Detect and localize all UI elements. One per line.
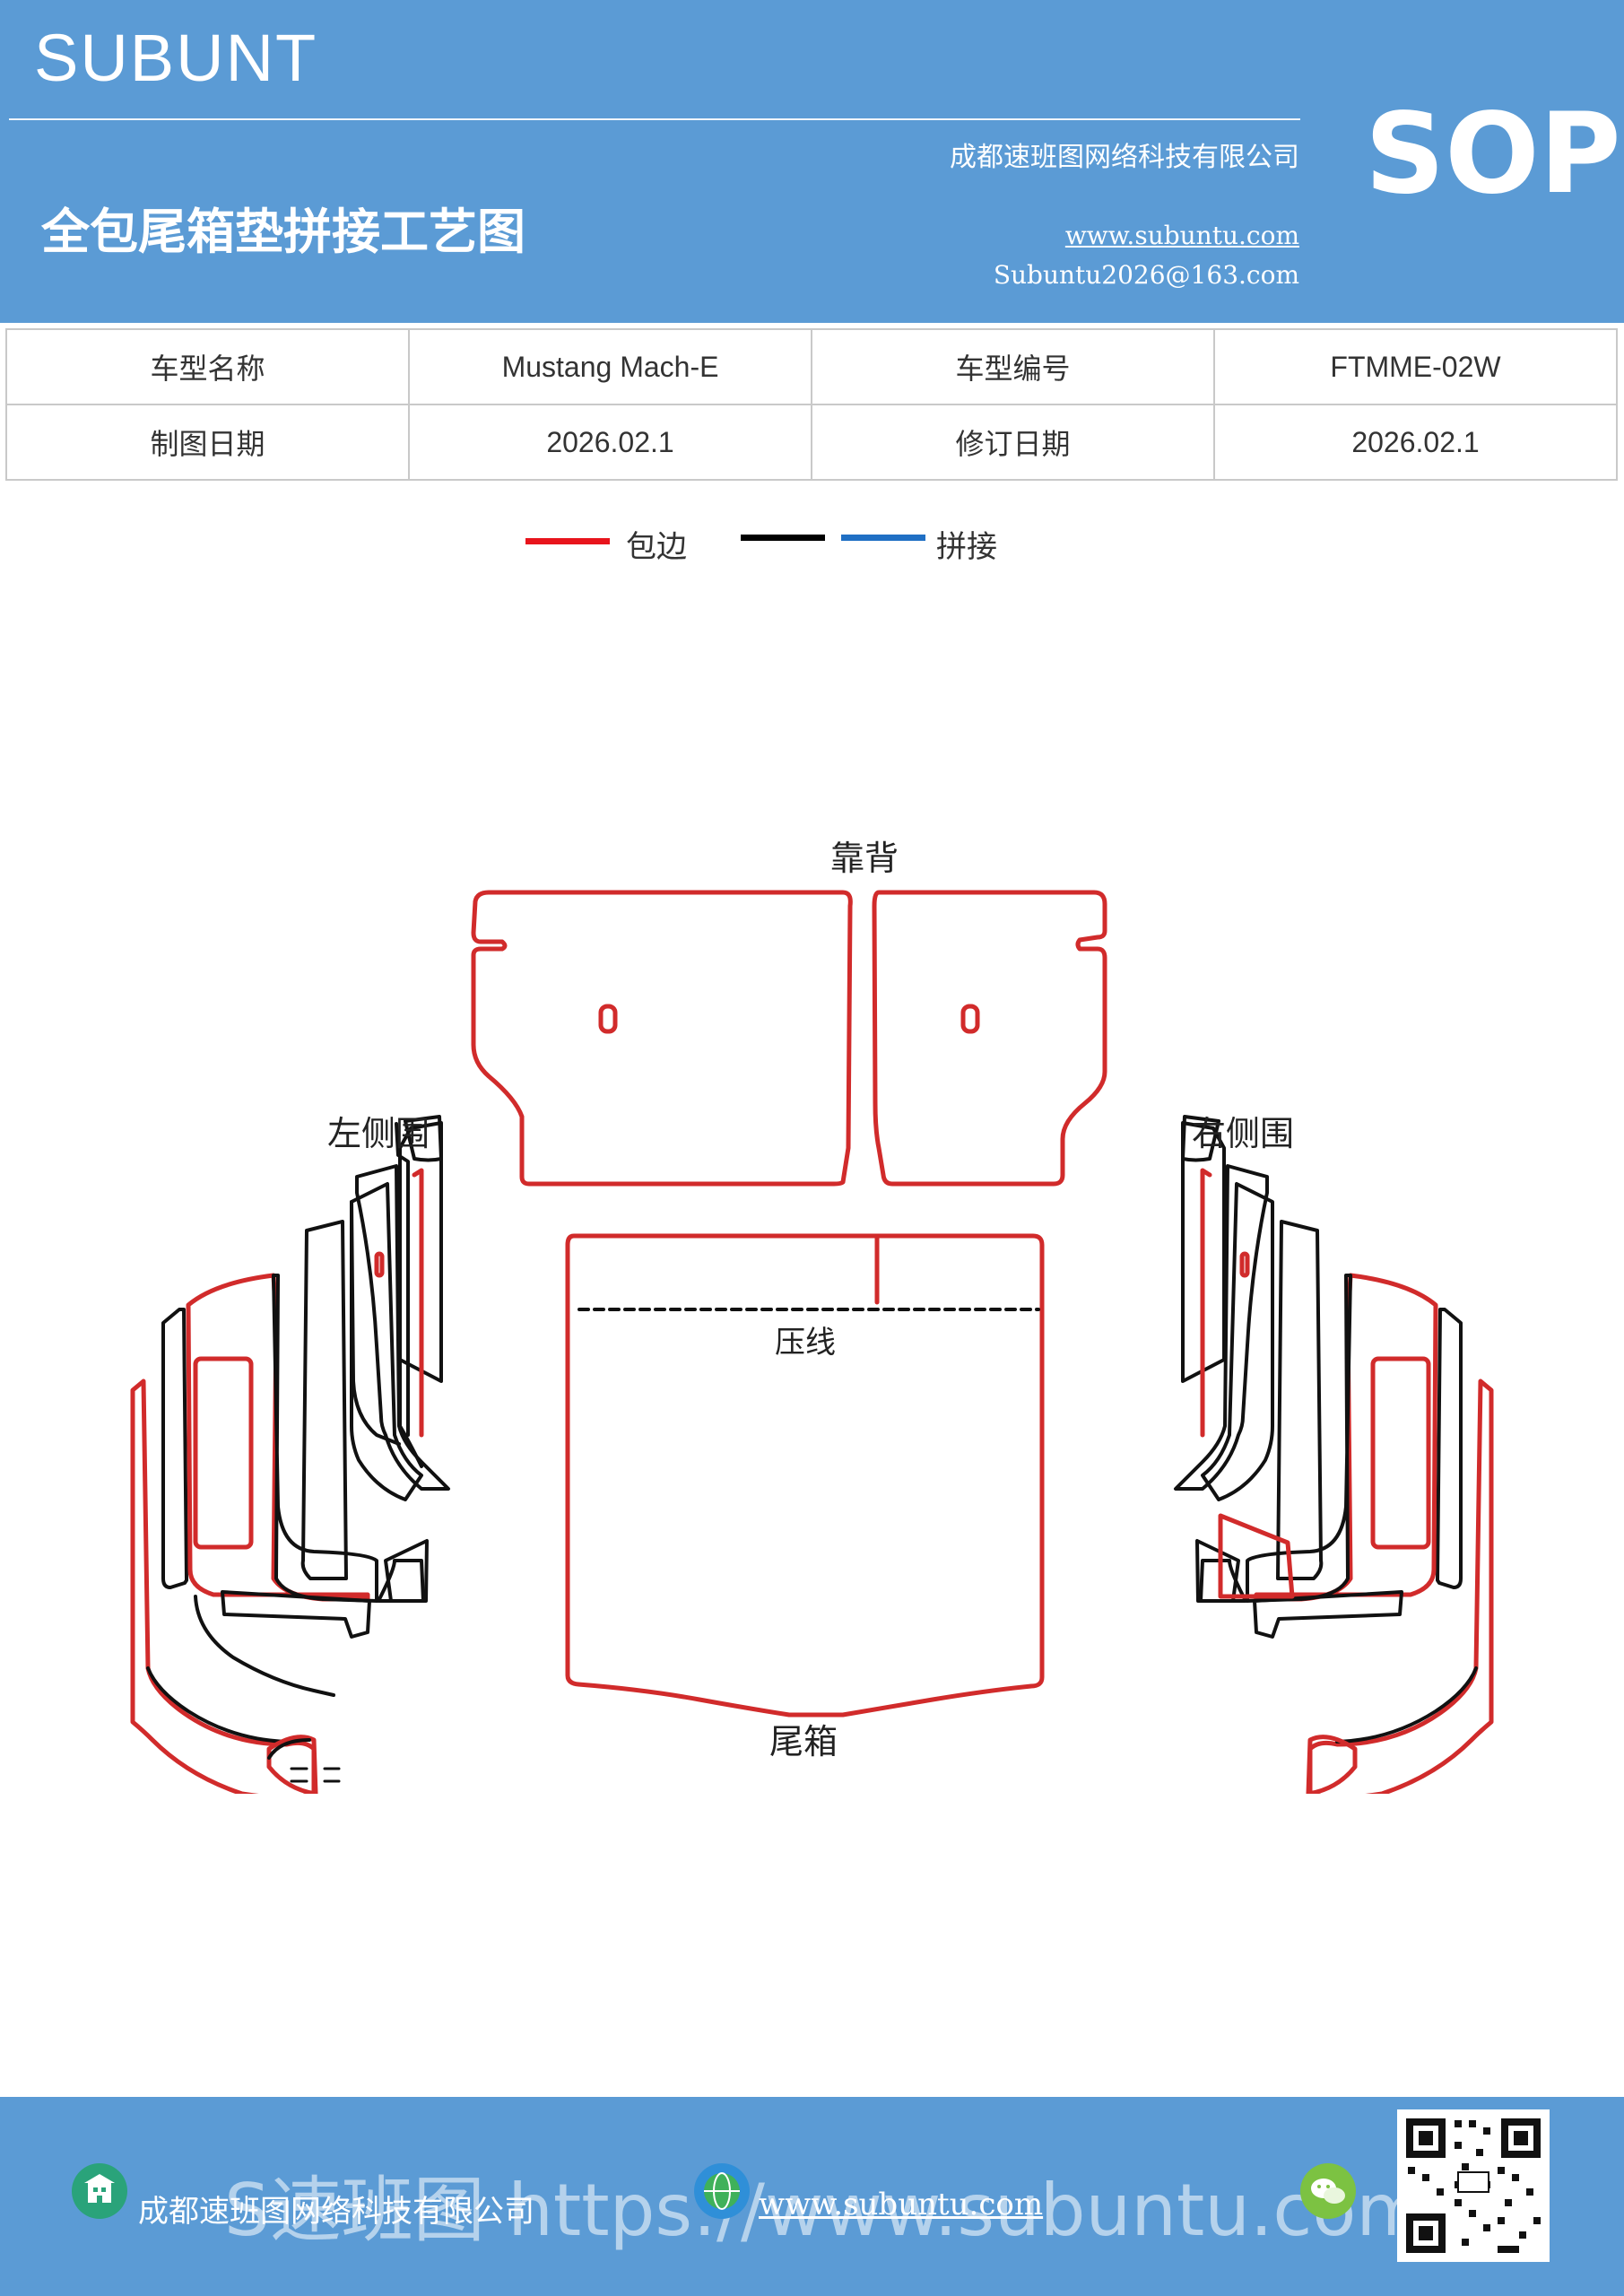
footer-watermark: S速班图 https://www.subuntu.com bbox=[224, 2169, 1427, 2252]
left-side-piece-16 bbox=[267, 1738, 311, 1760]
qr-code bbox=[1397, 2109, 1550, 2262]
trunk-mat-diagram: 靠背 左侧围 右侧围 压线 尾箱 bbox=[130, 839, 1494, 1794]
left-side-small-slot bbox=[374, 1251, 385, 1278]
left-side-piece-5 bbox=[300, 1220, 348, 1580]
cell-revise-date-value: 2026.02.1 bbox=[1213, 404, 1618, 481]
left-side-piece-13 bbox=[412, 1168, 424, 1438]
backrest-right-panel bbox=[872, 890, 1107, 1187]
cell-draw-date-value: 2026.02.1 bbox=[408, 404, 812, 481]
right-side-window bbox=[1370, 1356, 1431, 1550]
backrest-right-slot bbox=[960, 1004, 980, 1034]
wechat-icon bbox=[1300, 2163, 1356, 2219]
right-side-piece-15 bbox=[1306, 1735, 1358, 1794]
vehicle-info-table: 车型名称 Mustang Mach-E 车型编号 FTMME-02W 制图日期 … bbox=[5, 328, 1618, 481]
right-side-piece-11 bbox=[1199, 1559, 1247, 1603]
label-left-side: 左侧围 bbox=[327, 1114, 430, 1153]
right-side-piece-1 bbox=[1307, 1378, 1494, 1794]
label-right-side: 右侧围 bbox=[1192, 1114, 1294, 1153]
header-band: SUBUNT SOP 成都速班图网络科技有限公司 全包尾箱垫拼接工艺图 www.… bbox=[0, 0, 1624, 323]
right-side-piece-13 bbox=[1200, 1168, 1212, 1438]
brand-logo-text: SUBUNT bbox=[34, 21, 318, 95]
left-side-strip-a bbox=[350, 1200, 401, 1446]
right-side-piece-14 bbox=[1253, 1590, 1403, 1639]
cell-draw-date-label: 制图日期 bbox=[5, 404, 410, 481]
document-title: 全包尾箱垫拼接工艺图 bbox=[41, 203, 525, 260]
left-side-piece-12 bbox=[384, 1539, 429, 1603]
right-side-piece-12 bbox=[1195, 1539, 1240, 1603]
building-icon bbox=[72, 2163, 127, 2219]
cell-model-name-label: 车型名称 bbox=[5, 328, 410, 405]
right-side-piece-5 bbox=[1276, 1220, 1324, 1580]
right-side-piece-2 bbox=[1436, 1308, 1463, 1589]
left-side-piece-1-inner bbox=[146, 1666, 289, 1744]
left-side-window bbox=[193, 1356, 254, 1550]
right-side-hex-window bbox=[1218, 1513, 1295, 1599]
left-side-inner-frame bbox=[194, 1595, 335, 1697]
table-row: 制图日期 2026.02.1 修订日期 2026.02.1 bbox=[5, 404, 1618, 481]
label-trunk: 尾箱 bbox=[769, 1722, 838, 1761]
backrest-left-slot bbox=[598, 1004, 618, 1034]
label-crease: 压线 bbox=[775, 1325, 836, 1361]
website-link[interactable]: www.subuntu.com bbox=[1064, 221, 1299, 250]
left-side-piece-1 bbox=[130, 1378, 317, 1794]
email-address[interactable]: Subuntu2026@163.com bbox=[993, 260, 1299, 290]
right-side-small-slot bbox=[1239, 1251, 1250, 1278]
legend: 包边 拼接 bbox=[0, 522, 1624, 576]
right-side-piece-7 bbox=[1174, 1164, 1269, 1491]
left-side-piece-9 bbox=[404, 1115, 443, 1162]
left-side-tall-strip bbox=[398, 1182, 423, 1468]
right-side-piece-4 bbox=[1246, 1274, 1352, 1603]
footer-company: 成都速班图网络科技有限公司 bbox=[138, 2194, 534, 2230]
left-side-piece-6 bbox=[350, 1182, 423, 1501]
trunk-floor-panel bbox=[565, 1233, 1045, 1718]
footer-band: S速班图 https://www.subuntu.com 成都速班图网络科技有限… bbox=[0, 2097, 1624, 2296]
cell-revise-date-label: 修订日期 bbox=[811, 404, 1215, 481]
legend-label-seam: 拼接 bbox=[936, 529, 997, 565]
left-side-piece-10 bbox=[395, 1122, 410, 1437]
right-side-piece-9 bbox=[1181, 1115, 1220, 1162]
label-backrest: 靠背 bbox=[830, 839, 899, 878]
sop-badge: SOP bbox=[1365, 90, 1621, 219]
company-name: 成都速班图网络科技有限公司 bbox=[950, 142, 1299, 173]
cell-model-code-label: 车型编号 bbox=[811, 328, 1215, 405]
globe-icon bbox=[694, 2163, 750, 2219]
table-row: 车型名称 Mustang Mach-E 车型编号 FTMME-02W bbox=[5, 328, 1618, 405]
legend-label-edge: 包边 bbox=[626, 529, 687, 565]
cell-model-name-value: Mustang Mach-E bbox=[408, 328, 812, 405]
left-side-piece-7 bbox=[355, 1164, 450, 1491]
footer-website[interactable]: www.subuntu.com bbox=[759, 2187, 1044, 2222]
left-side-piece-15 bbox=[266, 1735, 318, 1794]
right-side-piece-6 bbox=[1201, 1182, 1274, 1501]
cell-model-code-value: FTMME-02W bbox=[1213, 328, 1618, 405]
backrest-left-panel bbox=[471, 890, 853, 1187]
left-side-piece-4 bbox=[272, 1274, 378, 1603]
left-side-piece-11 bbox=[377, 1559, 425, 1603]
legend-swatch-edge bbox=[525, 538, 610, 544]
legend-swatch-seam bbox=[841, 535, 925, 541]
left-side-piece-14 bbox=[221, 1590, 371, 1639]
right-side-piece-1-inner bbox=[1335, 1666, 1478, 1744]
header-divider bbox=[9, 118, 1300, 120]
legend-swatch-black bbox=[741, 535, 825, 541]
left-side-piece-2 bbox=[161, 1308, 188, 1589]
